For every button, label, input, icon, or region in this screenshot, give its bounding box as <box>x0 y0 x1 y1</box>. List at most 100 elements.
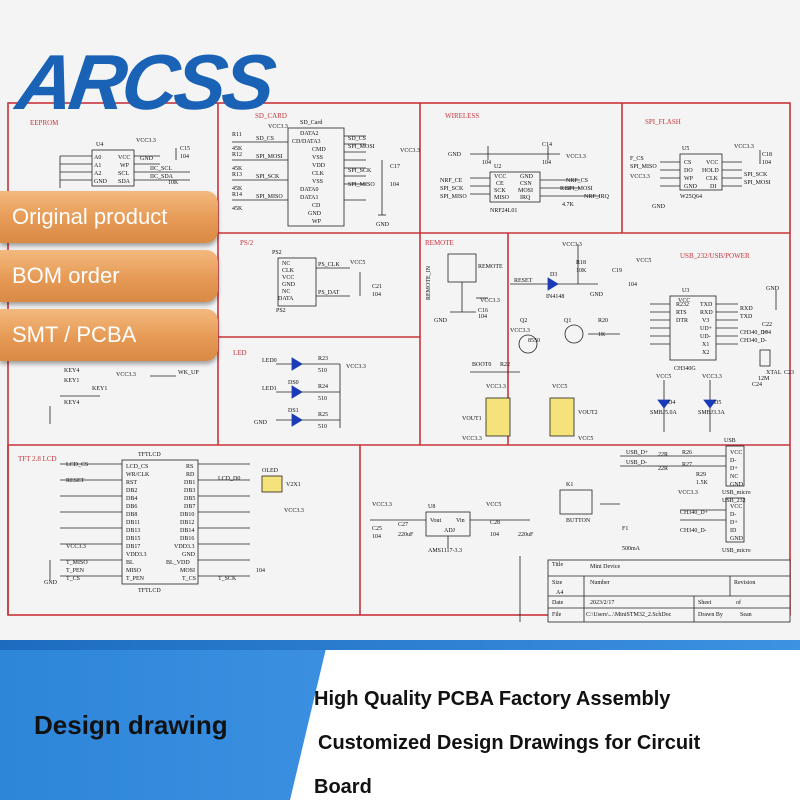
svg-text:UD-: UD- <box>700 334 711 340</box>
svg-text:DB11: DB11 <box>126 520 140 526</box>
svg-text:LED0: LED0 <box>262 358 277 364</box>
oled-header <box>261 475 283 493</box>
svg-text:Vout: Vout <box>430 518 442 524</box>
svg-text:WP: WP <box>312 219 322 225</box>
svg-text:C18: C18 <box>762 152 772 158</box>
svg-text:T_PEN: T_PEN <box>126 576 145 582</box>
svg-text:220uF: 220uF <box>518 532 534 538</box>
svg-text:SPI_MOSI: SPI_MOSI <box>566 186 593 192</box>
svg-text:CSN: CSN <box>520 181 532 187</box>
svg-text:GND: GND <box>376 222 390 228</box>
svg-text:RS: RS <box>186 464 193 470</box>
svg-text:VCC3.3: VCC3.3 <box>480 298 500 304</box>
svg-text:GND: GND <box>182 552 196 558</box>
svg-text:Mini Device: Mini Device <box>590 564 620 570</box>
svg-text:RD: RD <box>186 472 195 478</box>
banner-headline-line-3: Board <box>314 776 372 798</box>
svg-text:104: 104 <box>490 532 499 538</box>
svg-text:VCC: VCC <box>282 275 294 281</box>
svg-text:1K: 1K <box>598 332 606 338</box>
svg-text:VOUT1: VOUT1 <box>462 416 482 422</box>
svg-text:DB1: DB1 <box>184 480 195 486</box>
svg-text:USB_232: USB_232 <box>722 498 746 504</box>
menu-item-original-product[interactable]: Original product <box>0 191 218 243</box>
svg-text:VCC3.3: VCC3.3 <box>734 144 754 150</box>
svg-text:DB6: DB6 <box>126 504 137 510</box>
svg-text:KEY1: KEY1 <box>64 378 79 384</box>
svg-text:D+: D+ <box>730 466 738 472</box>
svg-text:T_SCK: T_SCK <box>218 576 237 582</box>
svg-text:WR/CLK: WR/CLK <box>126 472 150 478</box>
svg-text:C23: C23 <box>784 370 794 376</box>
svg-text:PS2: PS2 <box>272 250 282 256</box>
svg-text:NRF_IRQ: NRF_IRQ <box>584 194 610 200</box>
svg-text:DB17: DB17 <box>126 544 140 550</box>
svg-text:VCC: VCC <box>678 298 690 304</box>
svg-text:CS: CS <box>684 160 691 166</box>
svg-text:SMBJ5.0A: SMBJ5.0A <box>650 410 678 416</box>
svg-text:VCC3.3: VCC3.3 <box>566 154 586 160</box>
svg-text:of: of <box>736 599 741 606</box>
svg-text:T_MISO: T_MISO <box>66 560 88 566</box>
svg-text:GND: GND <box>730 536 744 542</box>
title-block <box>519 556 791 623</box>
svg-text:VCC3.3: VCC3.3 <box>346 364 366 370</box>
svg-text:VCC5: VCC5 <box>552 384 567 390</box>
svg-text:D+: D+ <box>730 520 738 526</box>
svg-text:BL: BL <box>126 560 134 566</box>
svg-text:VCC3.3: VCC3.3 <box>66 544 86 550</box>
svg-text:WP: WP <box>684 176 694 182</box>
svg-text:DTR: DTR <box>676 318 688 324</box>
svg-text:C24: C24 <box>752 382 762 388</box>
section-title-spi-flash: SPI_FLASH <box>645 118 681 126</box>
svg-text:XTAL: XTAL <box>766 370 782 376</box>
svg-text:CH340G: CH340G <box>674 366 696 372</box>
led-indicators <box>49 357 341 428</box>
svg-text:R18: R18 <box>576 260 586 266</box>
svg-text:CH340_D+: CH340_D+ <box>740 330 769 336</box>
svg-text:Title: Title <box>552 562 563 568</box>
svg-text:MISO: MISO <box>126 568 142 574</box>
svg-text:C19: C19 <box>612 268 622 274</box>
svg-text:SPI_MISO: SPI_MISO <box>256 194 283 200</box>
svg-text:ID: ID <box>730 528 737 534</box>
svg-text:RXD: RXD <box>740 306 753 312</box>
svg-text:DB7: DB7 <box>184 504 195 510</box>
svg-text:DATA2: DATA2 <box>300 131 319 137</box>
svg-text:A0: A0 <box>94 155 101 161</box>
svg-text:45K: 45K <box>232 206 243 212</box>
svg-text:VCC3.3: VCC3.3 <box>486 384 506 390</box>
svg-text:DB14: DB14 <box>180 528 194 534</box>
svg-text:104: 104 <box>372 534 381 540</box>
svg-text:V3: V3 <box>702 318 709 324</box>
svg-text:A1: A1 <box>94 163 101 169</box>
ps2-connector <box>277 257 361 307</box>
menu-item-bom-order[interactable]: BOM order <box>0 250 218 302</box>
svg-text:8550: 8550 <box>528 338 540 344</box>
svg-text:SPI_MISO: SPI_MISO <box>440 194 467 200</box>
svg-text:KEY1: KEY1 <box>92 386 107 392</box>
svg-text:HOLD: HOLD <box>702 168 719 174</box>
section-title-tft: TFT 2.8 LCD <box>18 455 57 463</box>
ch340g-chip <box>650 290 777 367</box>
svg-text:VDD: VDD <box>312 163 326 169</box>
svg-text:TFTLCD: TFTLCD <box>138 452 161 458</box>
svg-text:RESET: RESET <box>514 278 533 284</box>
svg-text:NRF_CE: NRF_CE <box>440 178 463 184</box>
svg-text:CH340_D-: CH340_D- <box>740 338 767 344</box>
svg-text:SMBJ3.3A: SMBJ3.3A <box>698 410 726 416</box>
svg-text:X2: X2 <box>702 350 709 356</box>
svg-text:U3: U3 <box>682 288 689 294</box>
brand-logo: ARCSS <box>11 38 278 126</box>
svg-text:Sheet: Sheet <box>698 600 712 606</box>
svg-text:500mA: 500mA <box>622 546 641 552</box>
svg-text:F1: F1 <box>622 526 628 532</box>
svg-text:104: 104 <box>482 160 491 166</box>
svg-text:RST: RST <box>126 480 137 486</box>
menu-item-smt-pcba[interactable]: SMT / PCBA <box>0 309 218 361</box>
svg-text:NRF_CS: NRF_CS <box>566 178 588 184</box>
svg-text:NC: NC <box>730 474 738 480</box>
svg-text:GND: GND <box>282 282 296 288</box>
wireless-chip <box>470 146 600 203</box>
svg-text:CE: CE <box>496 181 504 187</box>
